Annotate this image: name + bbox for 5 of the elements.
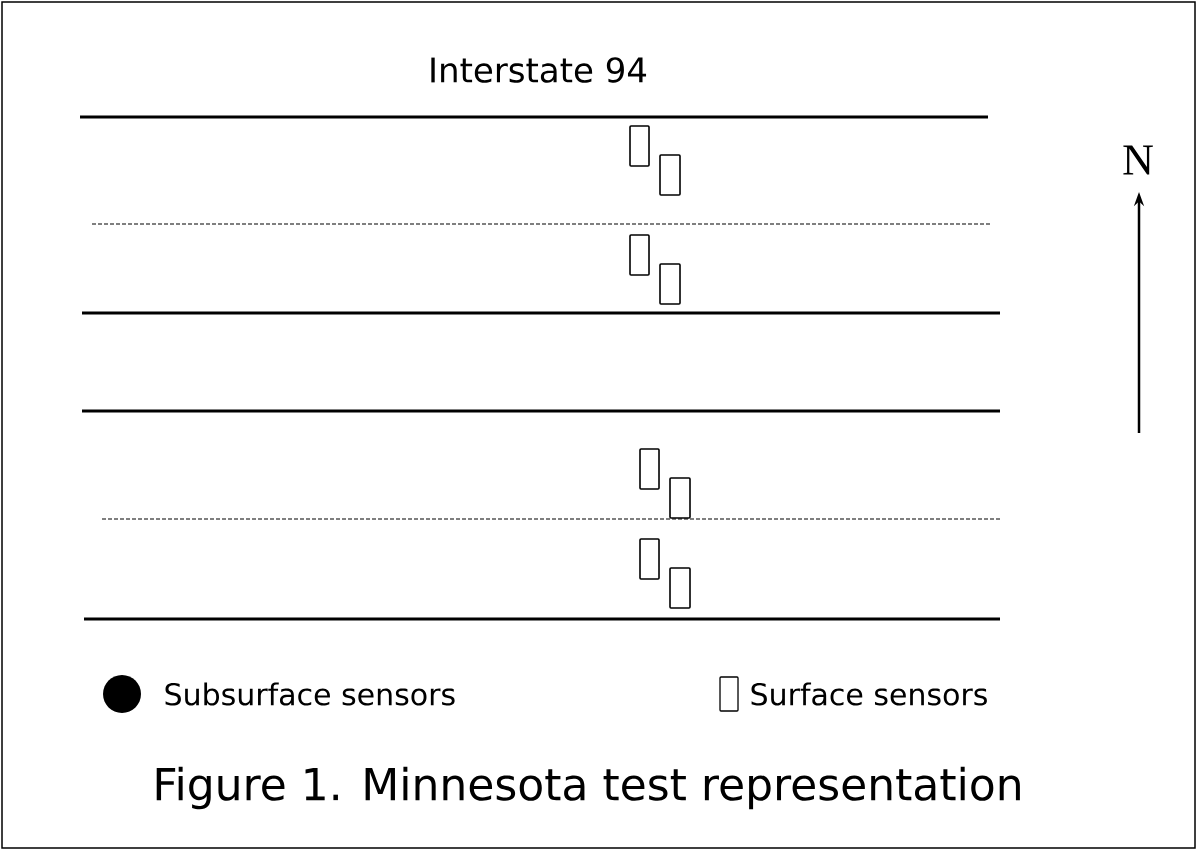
- caption: Figure 1. Minnesota test representation: [156, 766, 1020, 810]
- legend-text: Surface sensors: [751, 682, 987, 706]
- road-name: Interstate 94: [431, 57, 647, 83]
- north-label: N: [1123, 145, 1153, 175]
- legend-text: Subsurface sensors: [165, 682, 455, 706]
